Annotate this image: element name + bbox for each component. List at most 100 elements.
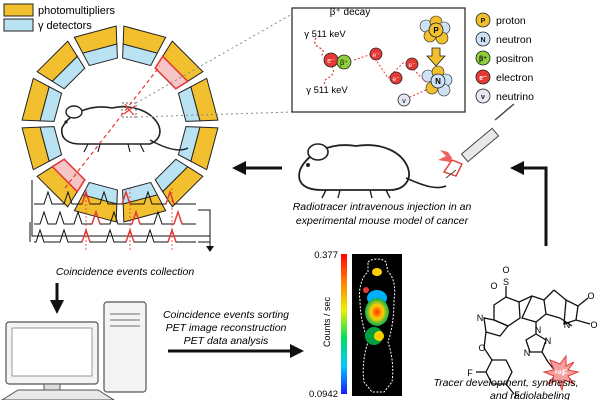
gamma-detector-module (39, 126, 63, 162)
svg-text:¹⁸F: ¹⁸F (555, 368, 568, 378)
analysis-caption-1: Coincidence events sorting (163, 309, 289, 321)
line-of-response (64, 65, 161, 189)
electron-symbol: e⁻ (327, 58, 335, 65)
svg-text:N: N (535, 325, 542, 335)
particle-legend-symbol: P (481, 18, 486, 25)
particle-legend-symbol: ν (481, 94, 485, 101)
gamma-detector-module (82, 43, 118, 67)
svg-text:O: O (587, 291, 594, 301)
zoom-line-bottom (135, 111, 293, 118)
particle-legend-label: electron (496, 72, 534, 84)
tracer-caption-1: Tracer development, synthesis, (433, 377, 578, 389)
computer-icon (1, 301, 147, 400)
svg-text:N: N (524, 348, 531, 358)
signal-trace (34, 210, 196, 225)
molecule-atoms: S O O O O N N N N N O F F (467, 265, 597, 400)
particle-legend-label: neutron (496, 34, 532, 46)
photomultiplier-label: photomultipliers (38, 5, 116, 17)
particle-legend-marker (475, 12, 491, 28)
tracer-caption-2: and radiolabeling (490, 390, 570, 400)
svg-text:P: P (433, 26, 439, 35)
pet-scanner-ring (21, 25, 219, 223)
coincidence-peak (165, 189, 175, 205)
particle-legend-label: positron (496, 53, 534, 65)
svg-text:F: F (514, 390, 520, 400)
analysis-caption-3: PET data analysis (184, 335, 269, 347)
arrow-to-image (168, 344, 304, 358)
svg-text:e⁻: e⁻ (372, 52, 380, 59)
gamma-detector-module (51, 55, 86, 90)
scanner-legend: photomultipliers γ detectors (3, 3, 116, 32)
particle-legend-label: proton (496, 15, 526, 27)
photomultiplier-swatch (3, 3, 34, 17)
arrow-to-injection (510, 161, 548, 246)
fluorine-18-label: ¹⁸F (542, 354, 580, 392)
colorbar-min: 0.0942 (309, 389, 338, 400)
beta-decay-panel: β⁺ decay γ 511 keV γ 511 keV e⁻ β⁺ e⁻ e⁻… (291, 7, 466, 113)
signal-trace (34, 190, 196, 205)
particle-legend-marker (475, 69, 491, 85)
mouse-injection (298, 143, 447, 199)
decay-arrow (426, 47, 446, 67)
svg-text:ν: ν (402, 98, 406, 105)
gamma-detector-module (122, 181, 158, 205)
svg-text:N: N (477, 313, 484, 323)
coincidence-peak (131, 209, 141, 225)
svg-text:N: N (435, 77, 441, 86)
particle-legend-marker (475, 31, 491, 47)
colorbar-max: 0.377 (314, 250, 338, 261)
gamma-detector-module (122, 43, 158, 67)
particle-legend-symbol: N (480, 37, 485, 44)
svg-text:O: O (590, 320, 597, 330)
pet-image-panel: 0.377 0.0942 Counts / sec (309, 250, 402, 400)
detector-swatch (3, 18, 34, 32)
decay-title: β⁺ decay (330, 7, 371, 18)
coincidence-caption: Coincidence events collection (56, 266, 194, 278)
particle-legend-symbol: e⁻ (479, 75, 487, 82)
gamma-detector-module (177, 126, 201, 162)
coincidence-peak (173, 209, 183, 225)
svg-text:F: F (467, 368, 473, 378)
syringe-icon (438, 103, 515, 179)
gamma-detector-module (154, 55, 189, 90)
gamma-detector-module (39, 86, 63, 122)
gamma-detector-module (82, 181, 118, 205)
positron-particle (336, 54, 352, 70)
svg-text:e⁻: e⁻ (408, 62, 416, 69)
analysis-caption-2: PET image reconstruction (166, 322, 287, 334)
colorbar-label: Counts / sec (322, 296, 332, 347)
svg-text:N: N (545, 336, 552, 346)
arrow-to-computer (50, 283, 64, 314)
svg-text:O: O (478, 343, 485, 353)
svg-text:e⁻: e⁻ (392, 76, 400, 83)
particle-legend-label: neutrino (496, 91, 534, 103)
positron-symbol: β⁺ (340, 60, 348, 67)
colorbar (341, 254, 347, 394)
coincidence-peak (91, 209, 101, 225)
injection-caption-2: experimental mouse model of cancer (296, 215, 469, 227)
nucleus-after: N (421, 65, 453, 97)
coincidence-peak (121, 189, 131, 205)
gamma-detector-module (51, 158, 86, 193)
particle-legend-symbol: β⁺ (479, 56, 487, 63)
gamma-upper-label: γ 511 keV (304, 29, 346, 40)
arrow-to-scanner (232, 161, 282, 175)
gamma-detector-module (154, 158, 189, 193)
svg-text:N: N (564, 320, 571, 330)
svg-text:O: O (502, 265, 509, 275)
particle-legend-marker (475, 50, 491, 66)
injection-caption-1: Radiotracer intravenous injection in an (293, 201, 472, 213)
trace-bracket (198, 209, 211, 243)
signal-trace (34, 228, 196, 243)
svg-text:S: S (503, 277, 509, 287)
neutrino-particle (397, 93, 411, 107)
zoom-line-top (135, 13, 293, 104)
mouse-in-scanner (60, 102, 189, 153)
coincidence-traces (29, 180, 214, 252)
gamma-lower-label: γ 511 keV (306, 85, 348, 96)
svg-text:O: O (490, 281, 497, 291)
detector-label: γ detectors (38, 20, 92, 32)
